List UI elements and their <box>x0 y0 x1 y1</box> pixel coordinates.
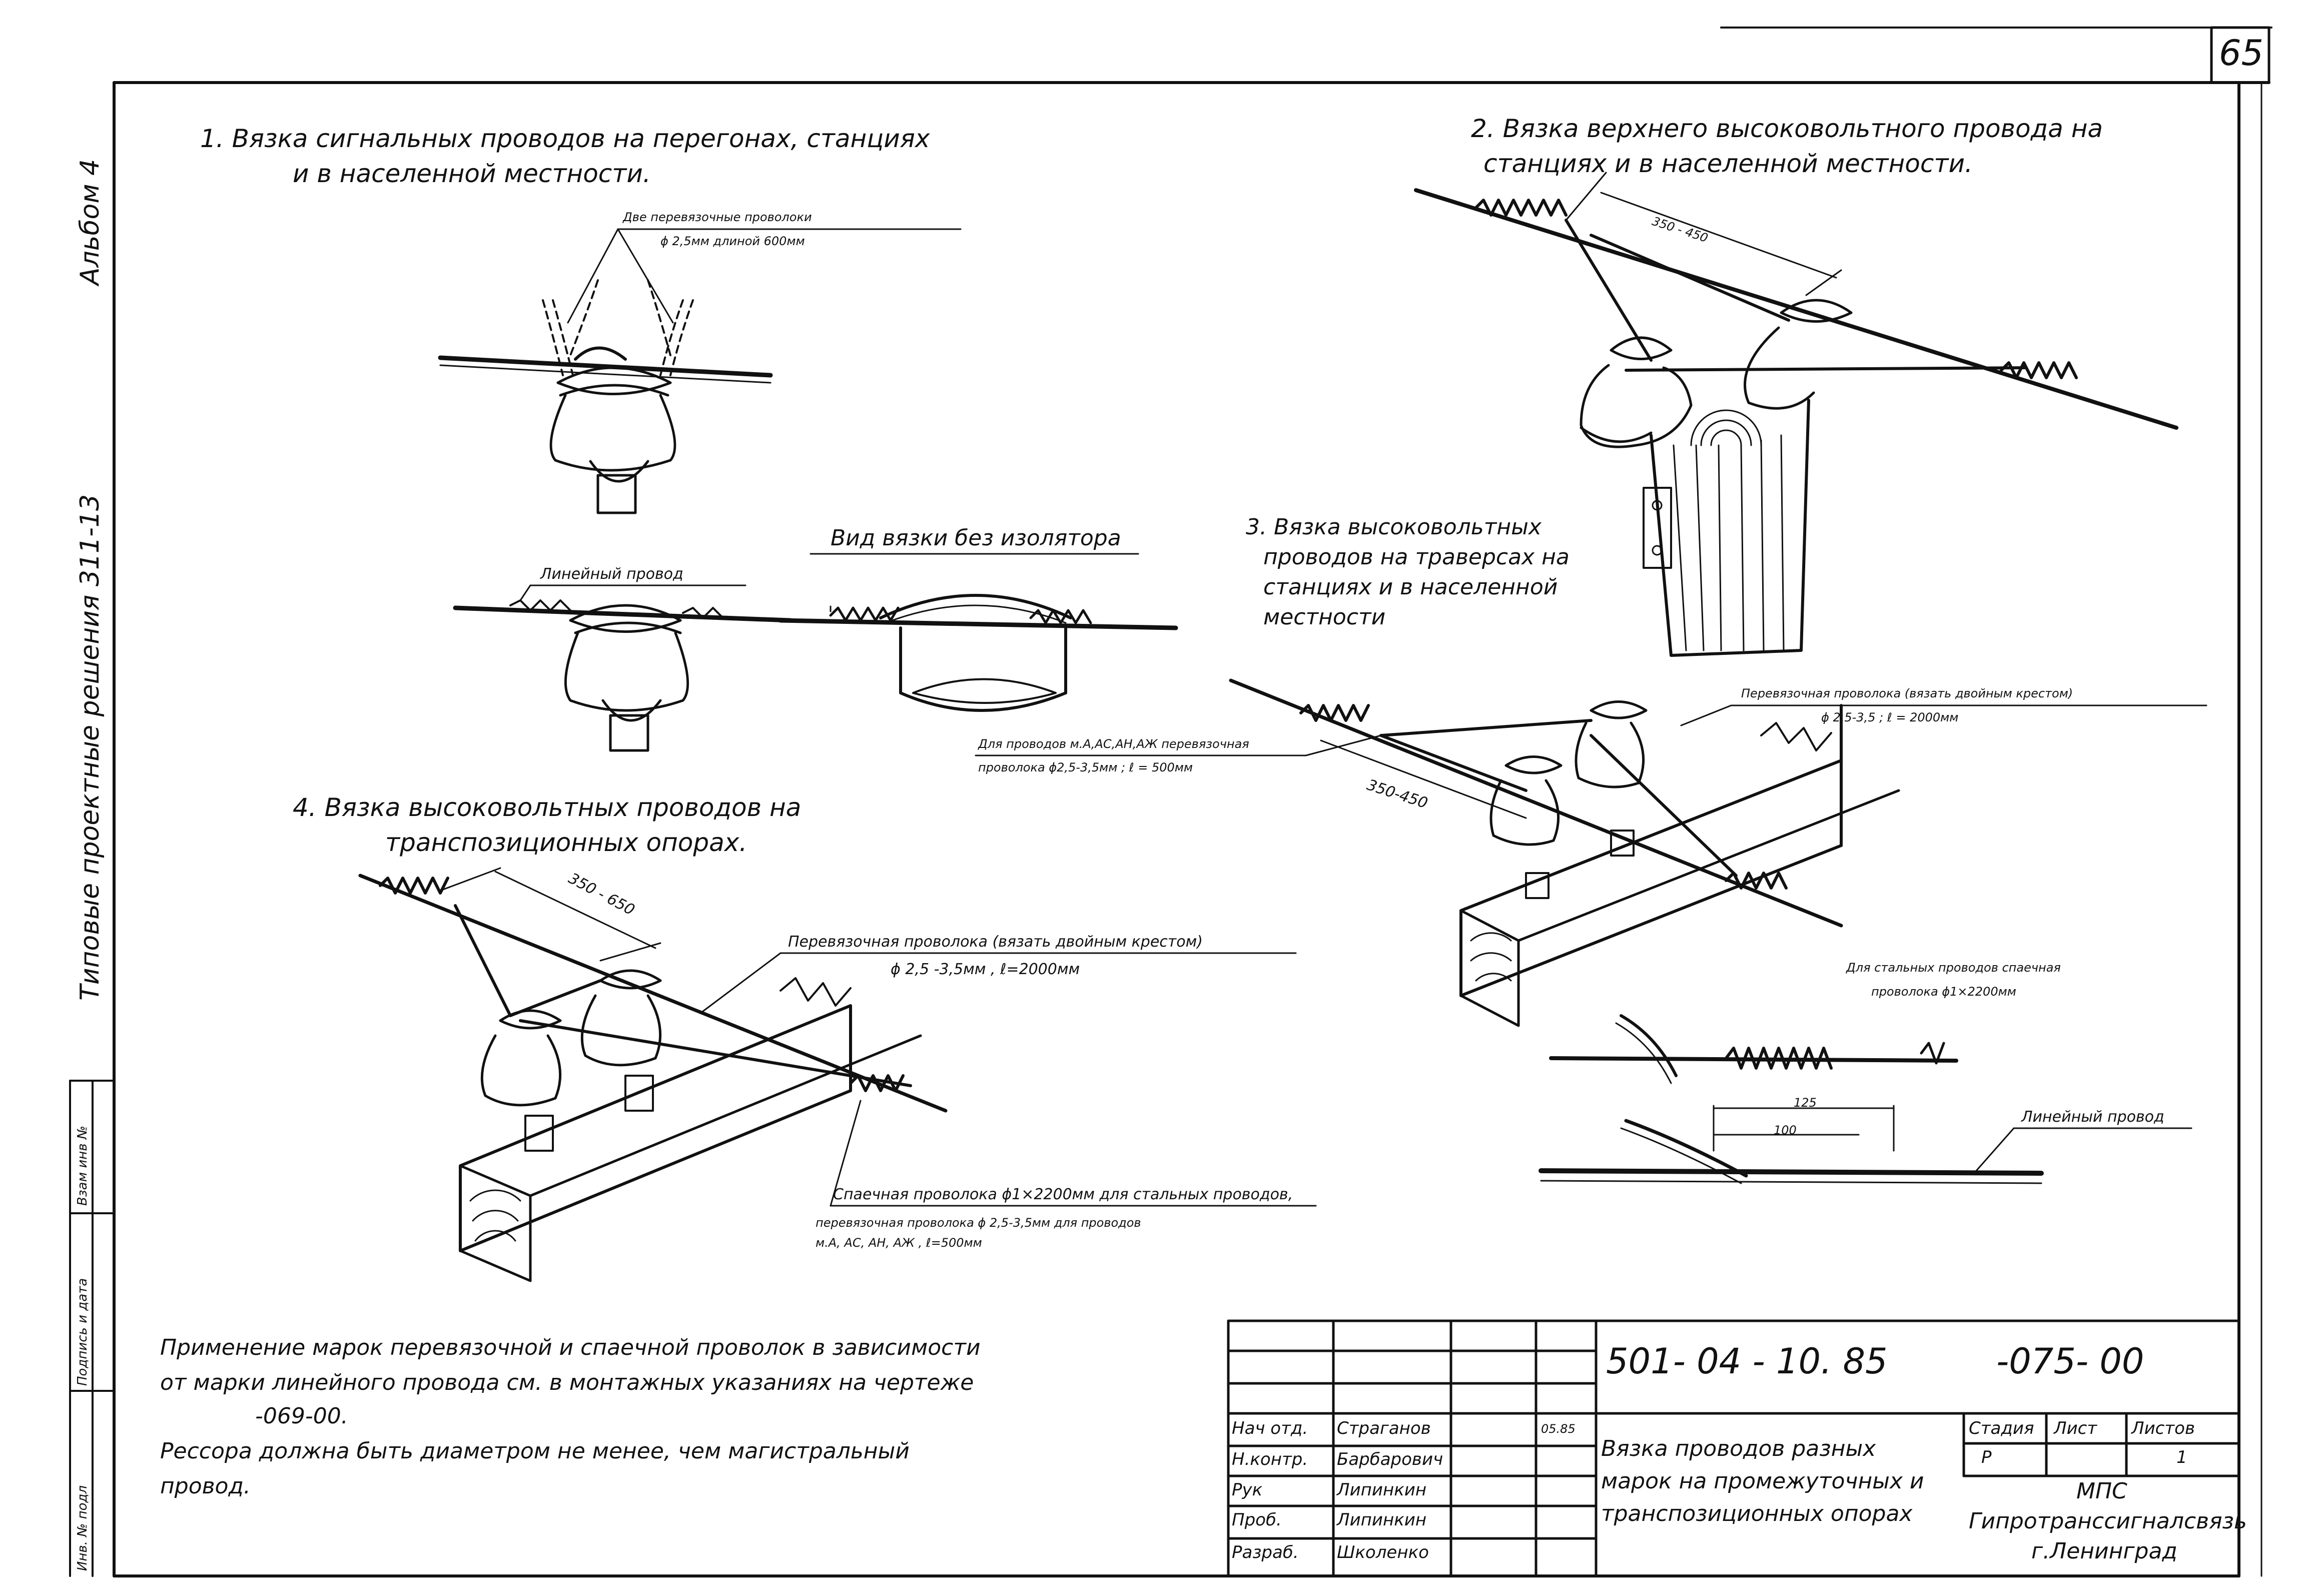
page-number: 65 <box>2219 33 2264 74</box>
s4-title-line1: 4. Вязка высоковольтных проводов на <box>293 793 802 822</box>
name-4: Школенко <box>1337 1542 1429 1562</box>
role-2: Рук <box>1232 1480 1263 1500</box>
s3-callout-a1: Перевязочная проволока (вязать двойным к… <box>1741 686 2073 700</box>
name-3: Липинкин <box>1337 1510 1427 1530</box>
s3-title-line1: 3. Вязка высоковольтных <box>1246 514 1542 540</box>
s3-dim-125: 125 <box>1794 1096 1817 1110</box>
s3-linear-wire-label: Линейный провод <box>2021 1108 2164 1126</box>
org-line1: МПС <box>2076 1478 2127 1504</box>
name-0: Страганов <box>1337 1418 1431 1438</box>
drawing-code-suffix: -075- 00 <box>1996 1341 2144 1382</box>
s4-callout-b1: Спаечная проволока ϕ1×2200мм для стальны… <box>833 1186 1293 1203</box>
s3-callout-b2: проволока ϕ2,5-3,5мм ; ℓ = 500мм <box>978 760 1193 774</box>
sheet-title-line3: транспозиционных опорах <box>1601 1501 1913 1526</box>
s3-dim-100: 100 <box>1774 1123 1797 1137</box>
s1-no-insulator-label: Вид вязки без изолятора <box>831 525 1121 551</box>
side-stamp-inventory: Инв. № подл <box>75 1485 90 1571</box>
approval-date: 05.85 <box>1541 1422 1576 1436</box>
name-1: Барбарович <box>1337 1449 1443 1469</box>
s3-callout-b1: Для проводов м.А,АС,АН,АЖ перевязочная <box>978 737 1249 751</box>
note-line1: Применение марок перевязочной и спаечной… <box>160 1335 981 1360</box>
s2-title-line1: 2. Вязка верхнего высоковольтного провод… <box>1471 114 2103 143</box>
sheet-title-line1: Вязка проводов разных <box>1601 1436 1876 1461</box>
fig1-insulator-top <box>438 228 962 514</box>
head-sheet: Лист <box>2054 1418 2097 1438</box>
s3-callout-c2: проволока ϕ1×2200мм <box>1871 985 2016 999</box>
note-line3: -069-00. <box>255 1403 348 1429</box>
s4-callout-a1: Перевязочная проволока (вязать двойным к… <box>788 933 1203 951</box>
fig3-crossarm <box>1229 678 1900 1027</box>
org-line3: г.Ленинград <box>2031 1538 2177 1564</box>
role-3: Проб. <box>1232 1510 1282 1530</box>
side-series-label: Типовые проектные решения 311-13 <box>75 494 105 1001</box>
s2-title-line2: станциях и в населенной местности. <box>1483 149 1973 178</box>
head-stage: Стадия <box>1969 1418 2034 1438</box>
s1-title-line1: 1. Вязка сигнальных проводов на перегона… <box>200 124 930 153</box>
s3-callout-a2: ϕ 2,5-3,5 ; ℓ = 2000мм <box>1821 710 1959 724</box>
note-line2: от марки линейного провода см. в монтажн… <box>160 1370 974 1395</box>
note-line4: Рессора должна быть диаметром не менее, … <box>160 1438 910 1464</box>
fig2-pole-top <box>1414 172 2178 657</box>
s1-title-line2: и в населенной местности. <box>293 159 651 188</box>
fig1-tie-without-insulator <box>778 553 1178 712</box>
fig3-leaders <box>975 704 2207 756</box>
fig1-insulator-bottom <box>453 584 793 752</box>
s3-title-line3: станциях и в населенной <box>1263 574 1558 600</box>
note-line5: провод. <box>160 1473 251 1499</box>
drawing-code: 501- 04 - 10. 85 <box>1606 1341 1888 1382</box>
val-stage: Р <box>1981 1447 1992 1467</box>
fig3-splice-detail <box>1539 1014 2192 1184</box>
title-block-grid <box>1227 1319 2240 1577</box>
s1-callout-line1: Две перевязочные проволоки <box>623 210 812 224</box>
sheet-title-line2: марок на промежуточных и <box>1601 1468 1924 1494</box>
role-0: Нач отд. <box>1232 1418 1308 1438</box>
val-sheets: 1 <box>2176 1447 2187 1467</box>
s4-callout-b3: м.А, АС, АН, АЖ , ℓ=500мм <box>816 1236 982 1250</box>
name-2: Липинкин <box>1337 1480 1427 1500</box>
s4-callout-a2: ϕ 2,5 -3,5мм , ℓ=2000мм <box>891 961 1080 978</box>
s3-title-line4: местности <box>1263 604 1386 630</box>
fig4-transposition <box>358 867 1317 1282</box>
s1-callout-line2: ϕ 2,5мм длиной 600мм <box>660 234 805 248</box>
s3-callout-c1: Для стальных проводов спаечная <box>1846 961 2061 975</box>
s4-title-line2: транспозиционных опорах. <box>385 828 747 857</box>
s3-title-line2: проводов на траверсах на <box>1263 544 1570 570</box>
side-album-label: Альбом 4 <box>75 159 105 285</box>
role-4: Разраб. <box>1232 1542 1299 1562</box>
head-sheets: Листов <box>2131 1418 2195 1438</box>
role-1: Н.контр. <box>1232 1449 1308 1469</box>
org-line2: Гипротранссигналсвязь <box>1969 1508 2247 1534</box>
s1-linear-wire-label: Линейный провод <box>540 565 683 583</box>
side-stamp-replace: Взам инв № <box>75 1126 90 1206</box>
side-stamp-signature: Подпись и дата <box>75 1278 90 1386</box>
s4-callout-b2: перевязочная проволока ϕ 2,5-3,5мм для п… <box>816 1216 1141 1230</box>
